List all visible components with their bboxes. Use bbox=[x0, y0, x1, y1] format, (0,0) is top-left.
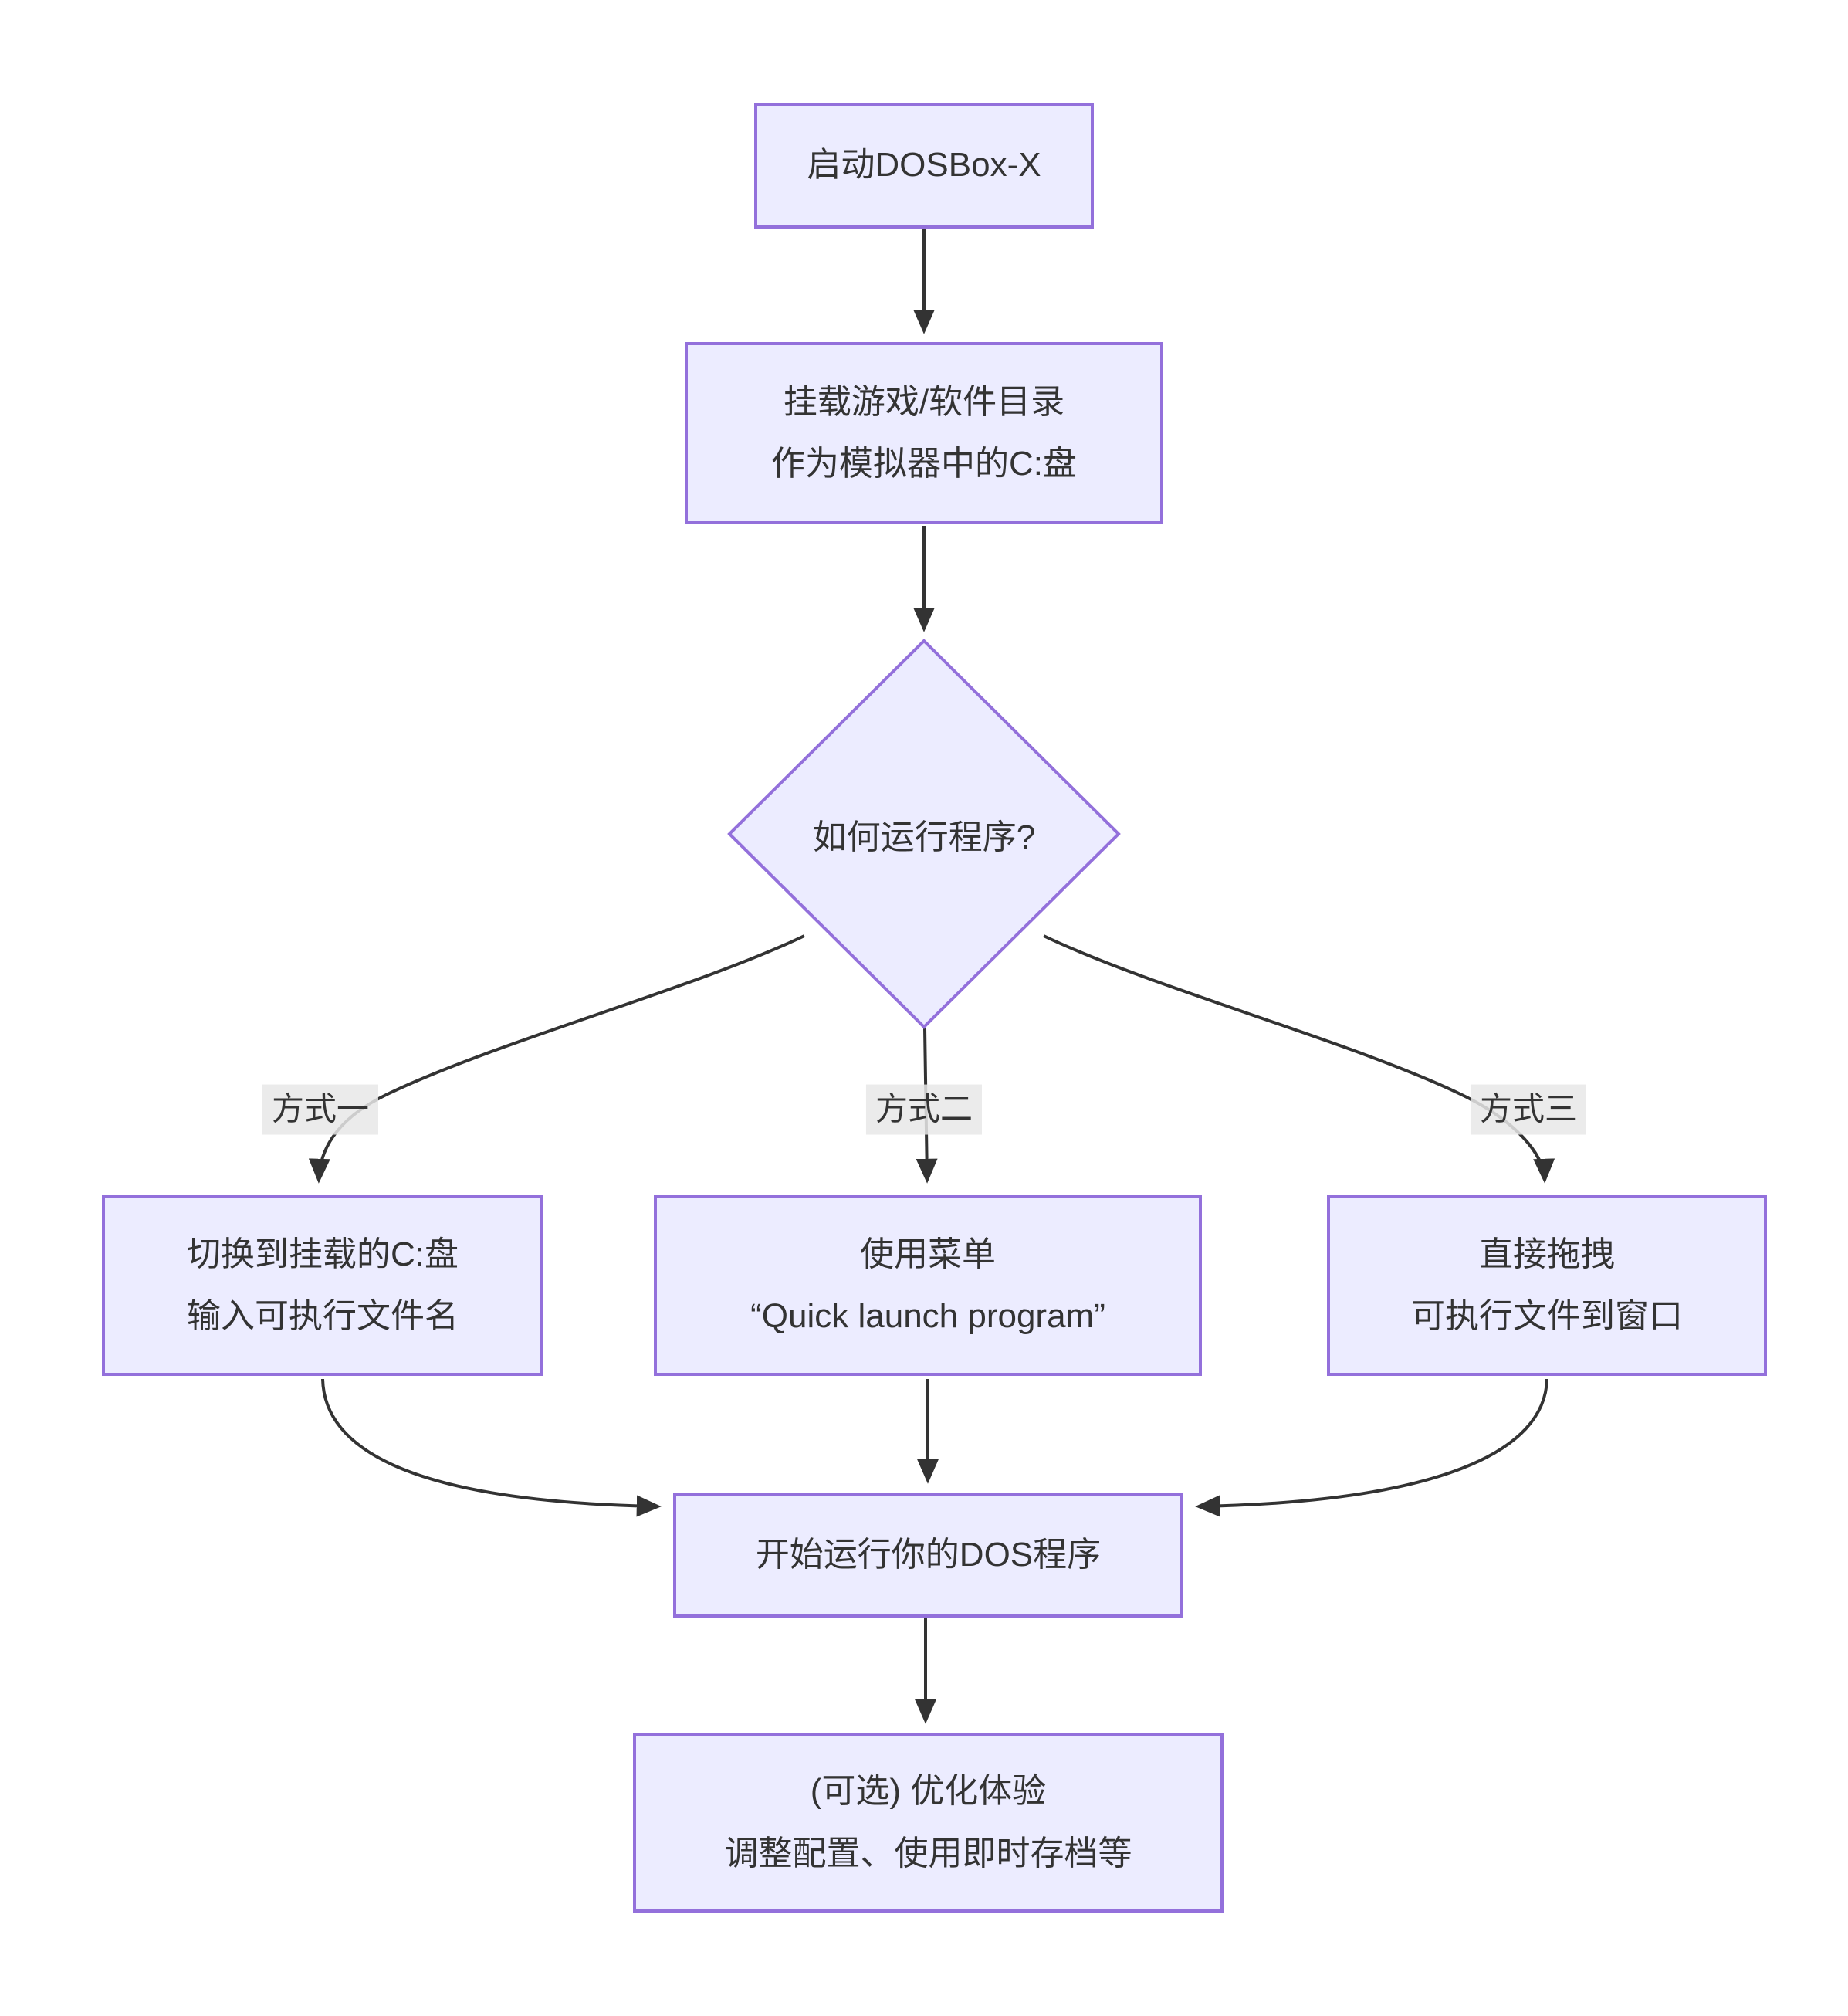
edge-method1-to-run bbox=[321, 1378, 662, 1517]
node-method1-line2: 输入可执行文件名 bbox=[187, 1297, 459, 1335]
decision-label: 如何运行程序? bbox=[729, 641, 1119, 1027]
edge-label-way1-text: 方式一 bbox=[271, 1090, 370, 1127]
node-method1-line1: 切换到挂载的C:盘 bbox=[187, 1235, 459, 1273]
node-mount-line1: 挂载游戏/软件目录 bbox=[783, 382, 1065, 421]
node-method3-line2: 可执行文件到窗口 bbox=[1411, 1297, 1683, 1335]
edge-decision-to-method3 bbox=[1043, 934, 1555, 1184]
node-optimize-line1: (可选) 优化体验 bbox=[810, 1772, 1047, 1811]
node-method1: 切换到挂载的C:盘 输入可执行文件名 bbox=[102, 1195, 543, 1376]
edge-label-way3-text: 方式三 bbox=[1479, 1090, 1578, 1127]
node-run: 开始运行你的DOS程序 bbox=[673, 1493, 1183, 1618]
edge-label-way2-text: 方式二 bbox=[875, 1090, 973, 1127]
edge-label-way2: 方式二 bbox=[865, 1084, 983, 1135]
node-mount: 挂载游戏/软件目录 作为模拟器中的C:盘 bbox=[685, 342, 1163, 524]
node-optimize: (可选) 优化体验 调整配置、使用即时存档等 bbox=[633, 1733, 1224, 1913]
decision-diamond-shape bbox=[727, 639, 1121, 1029]
edge-decision-to-method1 bbox=[308, 934, 805, 1184]
decision-label-text: 如何运行程序? bbox=[812, 818, 1036, 856]
edge-label-way3: 方式三 bbox=[1470, 1084, 1587, 1135]
node-start-label: 启动DOSBox-X bbox=[807, 146, 1041, 185]
edge-method3-to-run bbox=[1195, 1378, 1548, 1517]
node-method2-line2: “Quick launch program” bbox=[750, 1297, 1105, 1335]
node-mount-line2: 作为模拟器中的C:盘 bbox=[771, 445, 1077, 483]
node-method3-line1: 直接拖拽 bbox=[1479, 1235, 1615, 1273]
node-optimize-line2: 调整配置、使用即时存档等 bbox=[724, 1834, 1132, 1872]
node-method2: 使用菜单 “Quick launch program” bbox=[654, 1195, 1202, 1376]
node-run-label: 开始运行你的DOS程序 bbox=[755, 1535, 1102, 1574]
edge-label-way1: 方式一 bbox=[262, 1084, 379, 1135]
node-method2-line1: 使用菜单 bbox=[860, 1235, 996, 1273]
node-start: 启动DOSBox-X bbox=[754, 103, 1094, 229]
node-method3: 直接拖拽 可执行文件到窗口 bbox=[1327, 1195, 1767, 1376]
